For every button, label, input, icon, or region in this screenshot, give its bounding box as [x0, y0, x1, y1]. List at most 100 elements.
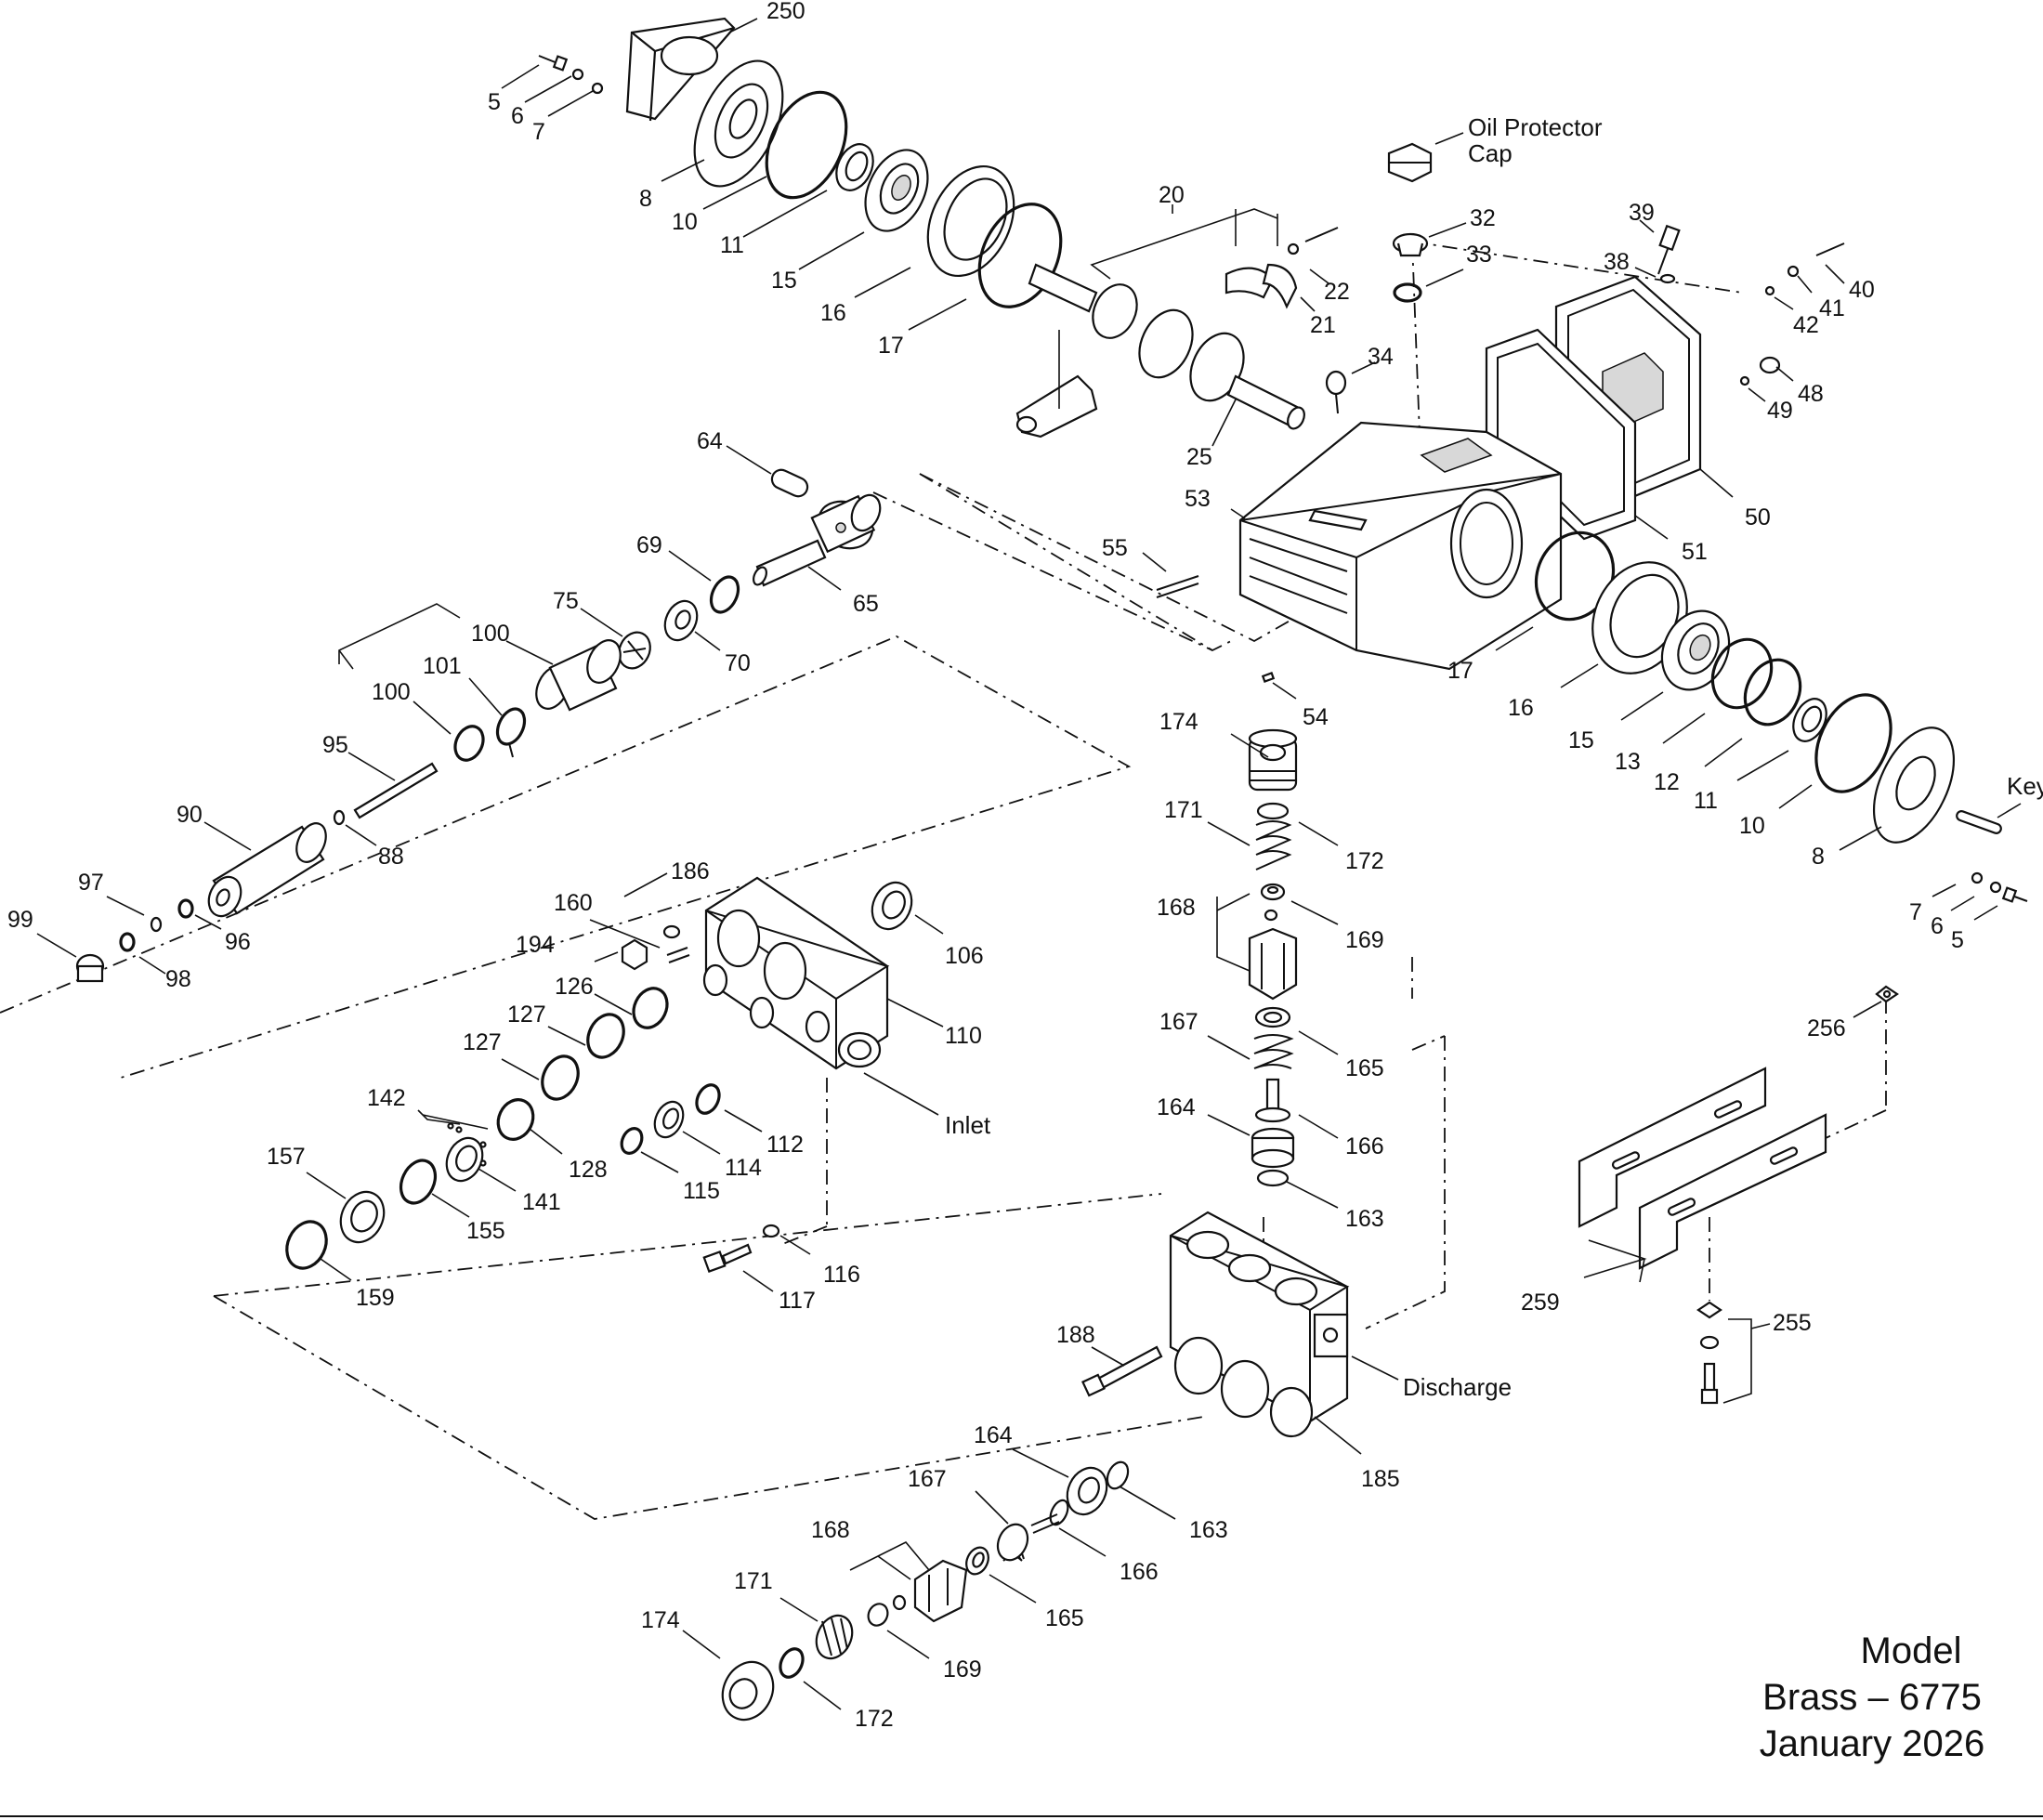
label-166-bottom: 166 [1120, 1559, 1159, 1585]
label-64: 64 [697, 428, 723, 454]
label-25: 25 [1186, 444, 1212, 470]
part-40-41-42-screw-washers [1764, 242, 1845, 296]
part-8-bearing-cover [693, 59, 784, 188]
part-160-pin [666, 947, 690, 963]
model-date: January 2026 [1760, 1723, 1984, 1764]
label-141: 141 [522, 1189, 561, 1215]
part-165-seat-bottom [965, 1546, 989, 1576]
label-186: 186 [671, 858, 710, 884]
part-256-square-washer [1875, 985, 1899, 1003]
label-115: 115 [683, 1178, 720, 1204]
label-110: 110 [945, 1023, 982, 1049]
part-69-seal-retainer [709, 575, 740, 614]
label-17-right: 17 [1447, 658, 1473, 684]
label-168-bottom: 168 [811, 1517, 850, 1543]
label-126: 126 [555, 974, 594, 1000]
label-88: 88 [378, 844, 404, 870]
label-114: 114 [725, 1155, 762, 1181]
part-25-crankshaft [1028, 263, 1305, 430]
part-11-oil-seal-top [835, 143, 874, 191]
label-117: 117 [779, 1288, 816, 1314]
label-164-top: 164 [1157, 1094, 1196, 1120]
label-oil-cap: Cap [1468, 139, 1513, 167]
label-16: 16 [820, 300, 846, 326]
part-65-plunger-rod [753, 493, 882, 587]
label-155: 155 [466, 1218, 505, 1244]
label-40: 40 [1849, 277, 1875, 303]
label-167-top: 167 [1159, 1009, 1198, 1035]
part-39-dipstick [1657, 224, 1681, 275]
part-116-washer [762, 1224, 780, 1238]
label-163-top: 163 [1345, 1206, 1384, 1232]
label-55: 55 [1102, 535, 1128, 561]
part-250-seal-cover [625, 17, 736, 122]
part-126-ring [632, 987, 669, 1029]
label-97: 97 [78, 870, 104, 896]
label-49: 49 [1767, 398, 1793, 424]
part-110-inlet-manifold [702, 876, 890, 1070]
part-53-crankcase [1238, 421, 1563, 671]
part-8-bearing-cover-right [1872, 727, 1956, 844]
label-185: 185 [1361, 1466, 1400, 1492]
part-171-spring-top [1255, 820, 1292, 871]
label-250: 250 [766, 0, 805, 24]
part-97-washer [150, 916, 163, 933]
label-7-right: 7 [1909, 899, 1922, 925]
label-10-right: 10 [1739, 813, 1765, 839]
label-100-upper: 100 [471, 621, 510, 647]
part-106-seal [871, 881, 913, 931]
label-157: 157 [267, 1144, 306, 1170]
part-194-nut [621, 938, 648, 971]
part-88-washer [333, 809, 346, 826]
label-127-a: 127 [507, 1002, 546, 1028]
label-256: 256 [1807, 1015, 1846, 1041]
label-6: 6 [511, 103, 524, 129]
part-163-oring-bottom [1106, 1460, 1130, 1490]
label-15-right: 15 [1568, 727, 1594, 753]
part-166-valve-top [1254, 1078, 1291, 1123]
label-75: 75 [553, 588, 579, 614]
part-34-eye-bolt [1325, 370, 1347, 414]
part-127-ring-a [586, 1013, 625, 1059]
label-22: 22 [1324, 279, 1350, 305]
part-127-ring-b [541, 1054, 580, 1101]
part-55-stud [1156, 575, 1199, 598]
label-166-top: 166 [1345, 1133, 1384, 1159]
part-165-seat-top [1254, 1006, 1291, 1028]
label-65: 65 [853, 591, 879, 617]
model-info: Model Brass – 6775 January 2026 [1760, 1630, 1984, 1764]
label-38: 38 [1604, 249, 1630, 275]
label-96: 96 [225, 929, 251, 955]
part-112-oring [695, 1083, 721, 1115]
label-171-top: 171 [1164, 797, 1203, 823]
part-75-keyed-washer [618, 631, 651, 670]
label-42: 42 [1793, 312, 1819, 338]
label-194: 194 [516, 932, 555, 958]
label-99: 99 [7, 907, 33, 933]
part-key [1956, 810, 2002, 834]
label-discharge: Discharge [1403, 1373, 1512, 1401]
label-inlet: Inlet [945, 1111, 991, 1139]
label-69: 69 [636, 532, 662, 558]
part-5-6-7-screw-washers-top [538, 55, 604, 95]
label-167-bottom: 167 [908, 1466, 947, 1492]
label-8: 8 [639, 186, 652, 212]
model-title: Model [1861, 1630, 1962, 1671]
label-101: 101 [423, 653, 462, 679]
part-172-oring-top [1256, 802, 1290, 820]
part-163-oring-top [1256, 1169, 1290, 1187]
label-50: 50 [1745, 504, 1771, 530]
part-95-stud [353, 762, 439, 819]
part-12-oring [1743, 658, 1802, 727]
part-114-seal [653, 1100, 685, 1139]
label-70: 70 [725, 650, 751, 676]
label-key: Key [2007, 772, 2043, 800]
label-8-right: 8 [1812, 844, 1825, 870]
label-95: 95 [322, 732, 348, 758]
part-11-oil-seal-right [1792, 698, 1827, 742]
label-106: 106 [945, 943, 984, 969]
part-168-valve-cage-bottom [913, 1559, 968, 1623]
part-17-oring-top [977, 203, 1063, 308]
label-39: 39 [1629, 200, 1655, 226]
label-20: 20 [1159, 182, 1185, 208]
